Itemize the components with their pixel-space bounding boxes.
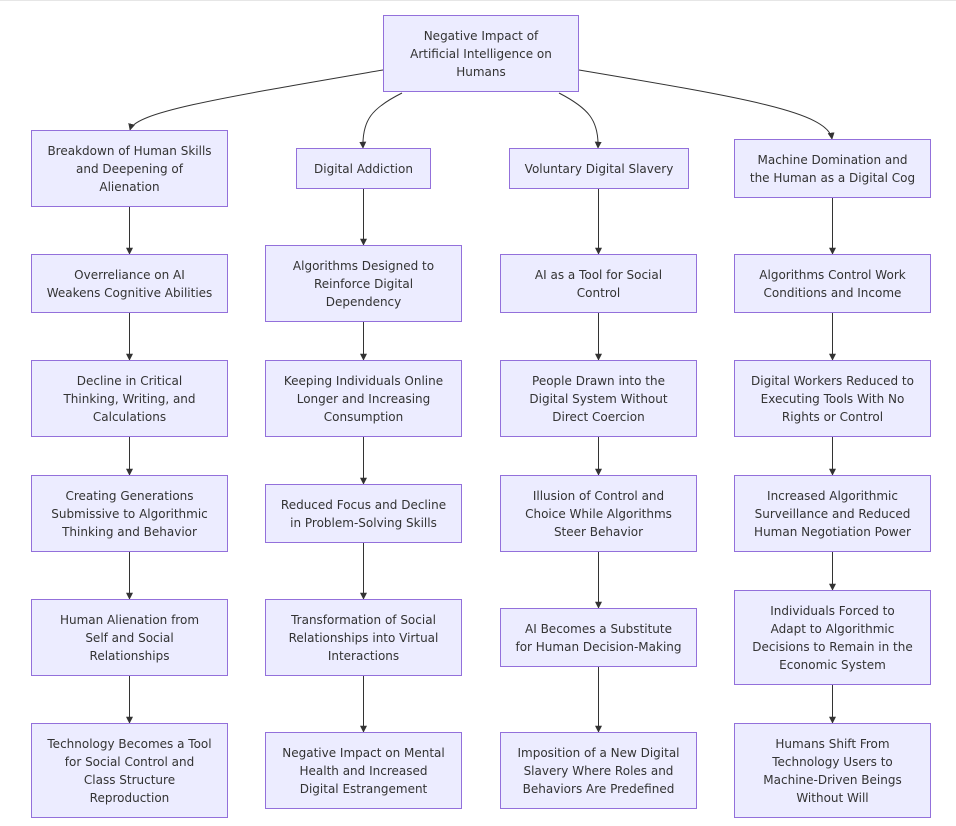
edge-root-c4n1 bbox=[578, 69, 835, 140]
node-label: Voluntary Digital Slavery bbox=[524, 161, 674, 176]
node-c3n1: Voluntary Digital Slavery bbox=[509, 148, 689, 189]
node-c2n1: Digital Addiction bbox=[296, 148, 431, 189]
edge-root-c2n1 bbox=[359, 92, 403, 149]
edge-root-c1n1 bbox=[128, 69, 384, 131]
top-border bbox=[0, 0, 956, 1]
edge-root-c3n1 bbox=[558, 92, 602, 149]
node-label: Digital Addiction bbox=[314, 161, 413, 176]
